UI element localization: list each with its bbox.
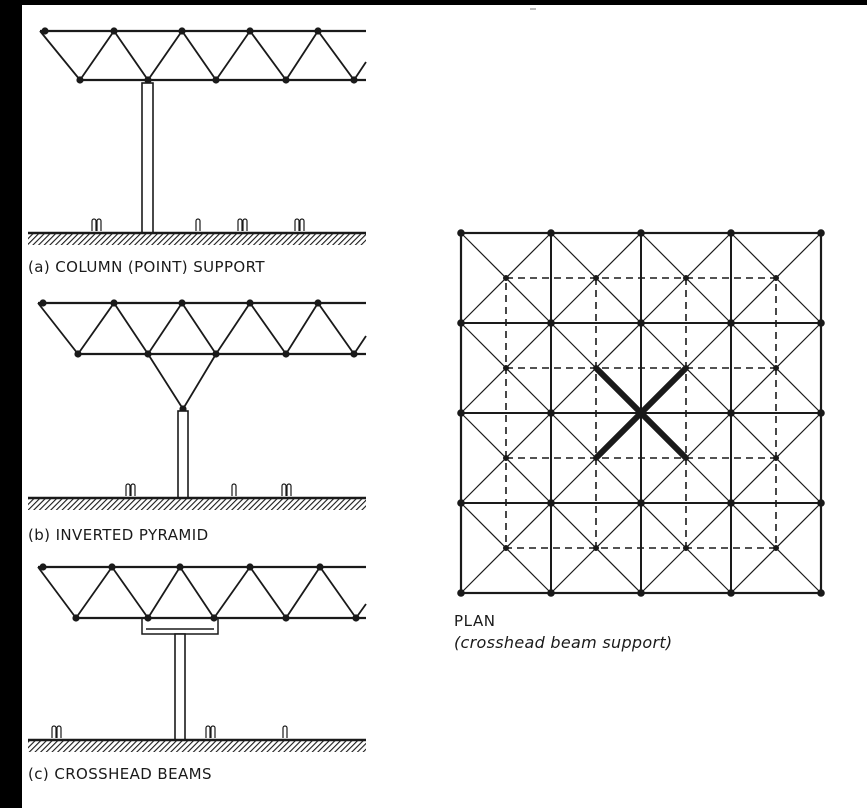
plan-node <box>593 455 599 461</box>
plan-node <box>457 319 465 327</box>
caption-inverted-pyramid: (b) INVERTED PYRAMID <box>28 526 209 544</box>
plan-node <box>727 409 735 417</box>
plan-title: PLAN <box>454 612 496 630</box>
ground-a <box>28 231 366 245</box>
plan-node <box>817 589 825 597</box>
plan-node <box>817 229 825 237</box>
pyramid-struts <box>147 353 217 411</box>
column-b <box>177 410 189 499</box>
plan-node <box>727 499 735 507</box>
plan-node <box>637 589 645 597</box>
plan-node <box>727 589 735 597</box>
plan-bottom-chord-border <box>505 277 777 549</box>
plan-node <box>683 275 689 281</box>
column-c <box>174 633 186 741</box>
people-figures-c <box>51 725 288 738</box>
plan-node <box>593 365 599 371</box>
scan-mark <box>530 8 536 10</box>
frame-nodes-b <box>39 299 358 413</box>
column-a <box>141 82 154 234</box>
plan-node <box>683 455 689 461</box>
plan-node <box>773 365 779 371</box>
people-figures-a <box>91 218 305 231</box>
diagram-a-column-support <box>28 27 367 245</box>
plan-node <box>547 499 555 507</box>
frame-nodes-c <box>39 563 360 622</box>
plan-node <box>593 545 599 551</box>
plan-node <box>773 455 779 461</box>
crosshead-beam <box>141 618 219 635</box>
paper-sheet <box>22 5 867 808</box>
plan-subtitle: (crosshead beam support) <box>454 633 673 652</box>
plan-node <box>503 455 509 461</box>
space-frame-c <box>37 565 367 620</box>
plan-node <box>547 229 555 237</box>
plan-node <box>547 319 555 327</box>
plan-node <box>817 319 825 327</box>
plan-node <box>503 545 509 551</box>
plan-node <box>547 589 555 597</box>
plan-node <box>727 229 735 237</box>
plan-node <box>637 229 645 237</box>
caption-crosshead-beams: (c) CROSSHEAD BEAMS <box>28 765 212 783</box>
plan-node <box>503 365 509 371</box>
plan-node <box>683 545 689 551</box>
plan-node <box>457 409 465 417</box>
plan-node <box>547 409 555 417</box>
plan-node <box>503 275 509 281</box>
diagram-b-inverted-pyramid <box>28 299 367 510</box>
space-frame-b <box>37 301 367 356</box>
diagram-c-crosshead-beams <box>28 563 367 752</box>
plan-node <box>727 319 735 327</box>
frame-nodes-a <box>41 27 358 84</box>
plan-view-grid <box>457 229 825 597</box>
people-figures-b <box>125 483 292 496</box>
plan-node <box>457 589 465 597</box>
plan-node <box>773 545 779 551</box>
plan-node <box>773 275 779 281</box>
plan-node <box>457 499 465 507</box>
caption-column-support: (a) COLUMN (POINT) SUPPORT <box>28 258 265 276</box>
plan-node <box>593 275 599 281</box>
plan-node <box>637 409 645 417</box>
plan-node <box>457 229 465 237</box>
plan-node <box>637 319 645 327</box>
plan-node <box>817 409 825 417</box>
plan-node <box>683 365 689 371</box>
ground-c <box>28 738 366 752</box>
plan-node <box>637 499 645 507</box>
plan-node <box>817 499 825 507</box>
space-frame-a <box>39 29 367 82</box>
ground-b <box>28 496 366 510</box>
